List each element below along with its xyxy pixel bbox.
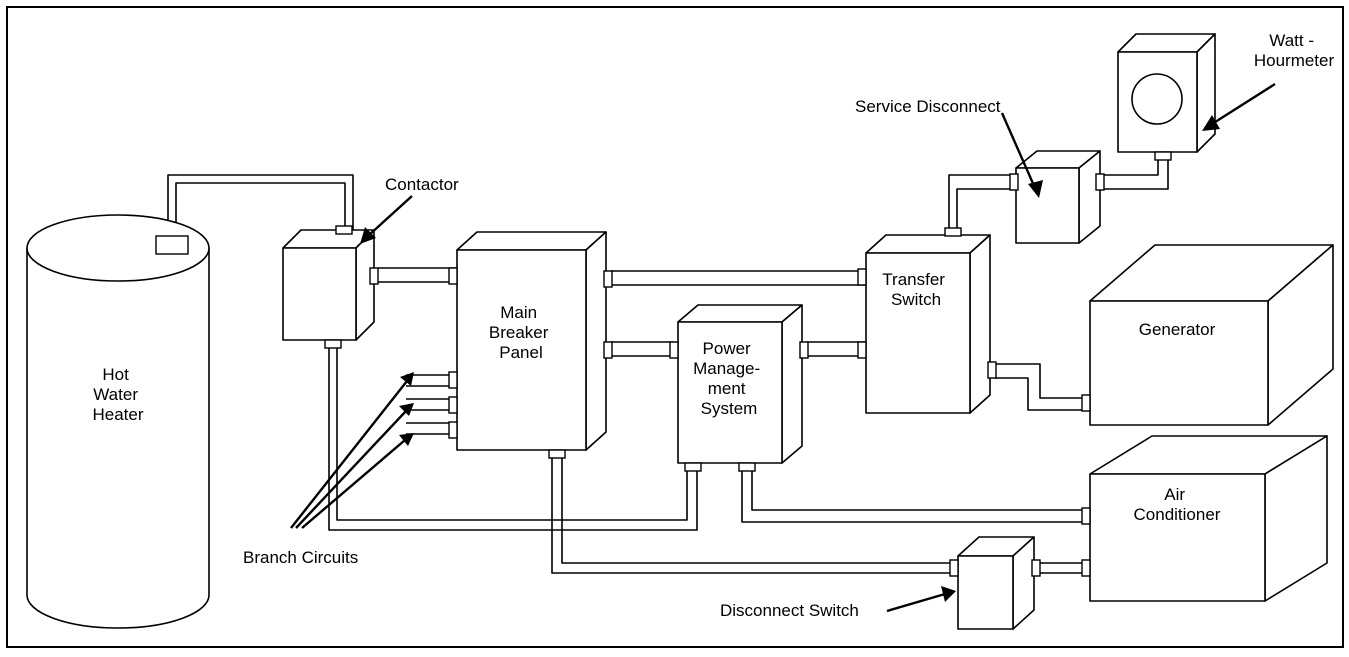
- generator-label: Generator: [1139, 320, 1216, 339]
- service-disconnect-arrow: [1000, 112, 1037, 189]
- contactor-arrow: [367, 195, 413, 237]
- branch-arrow-2: [295, 410, 407, 529]
- transfer-switch: [857, 227, 997, 414]
- meter-dial: [1131, 73, 1183, 125]
- branch-arrow-3: [301, 439, 406, 529]
- conduit-pms-ac: [741, 468, 1086, 523]
- labels: Hot Water Heater Contactor Main Breaker …: [92, 31, 1334, 620]
- hot-water-heater: [26, 214, 210, 629]
- branch-arrow-1: [290, 380, 408, 529]
- conduit-transfer-generator: [994, 363, 1086, 399]
- air-conditioner: [1081, 435, 1328, 602]
- heater-junction-box: [155, 235, 189, 255]
- disconnect-switch: [949, 536, 1041, 630]
- watt-hourmeter-label: Watt - Hourmeter: [1254, 31, 1335, 70]
- diagram-frame: [6, 6, 1344, 648]
- callout-arrows: [290, 82, 1276, 613]
- service-disconnect: [1009, 150, 1105, 244]
- contactor-label: Contactor: [385, 175, 459, 194]
- contactor: [282, 225, 379, 349]
- conduit-heater-contactor: [167, 174, 354, 240]
- conduits: [167, 158, 1169, 574]
- branch-circuit-stubs: [406, 374, 452, 435]
- main-breaker-panel-label: Main Breaker Panel: [489, 303, 553, 362]
- meter-arrow: [1211, 82, 1276, 126]
- disconnect-switch-label: Disconnect Switch: [720, 601, 859, 620]
- service-disconnect-label: Service Disconnect: [855, 97, 1001, 116]
- conduit-transfer-service: [948, 174, 1016, 232]
- air-conditioner-label: Air Conditioner: [1134, 485, 1221, 524]
- conduit-panel-disconnect: [551, 455, 954, 574]
- conduit-contactor-pms: [328, 348, 698, 531]
- main-breaker-panel: [448, 231, 613, 459]
- conduit-service-meter: [1100, 158, 1159, 176]
- hot-water-heater-label: Hot Water Heater: [92, 365, 143, 424]
- transfer-switch-label: Transfer Switch: [882, 270, 949, 309]
- watt-hourmeter: [1117, 33, 1216, 161]
- branch-circuits-label: Branch Circuits: [243, 548, 358, 567]
- disconnect-switch-arrow: [886, 592, 946, 613]
- power-management-system: [669, 304, 809, 472]
- power-management-system-label: Power Manage- ment System: [693, 339, 765, 418]
- generator: [1081, 244, 1334, 426]
